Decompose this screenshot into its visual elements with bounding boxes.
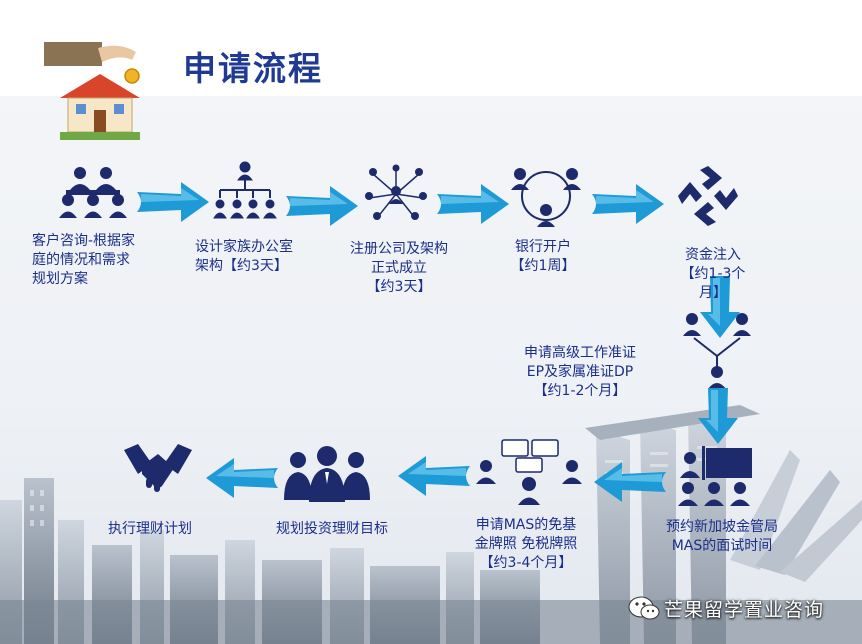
network-icon	[365, 164, 427, 220]
step-label-family-office: 设计家族办公室 架构【约3天】	[195, 239, 293, 274]
arrow-left-icon	[206, 458, 278, 498]
arrow-right-icon	[592, 184, 664, 224]
step-label-execute-plan: 执行理财计划	[108, 521, 192, 537]
step-label-funding: 资金注入 【约1-3个 月】	[680, 247, 746, 301]
step-label-bank-account: 银行开户 【约1周】	[510, 239, 576, 274]
page-title: 申请流程	[183, 49, 323, 88]
arrow-left-icon	[594, 462, 666, 502]
presentation-icon	[678, 446, 752, 506]
step-label-investment-goals: 规划投资理财目标	[276, 521, 388, 537]
business-team-icon	[284, 446, 370, 502]
arrow-right-icon	[137, 182, 209, 222]
discussion-icon	[476, 439, 582, 505]
step-label-mas-interview: 预约新加坡金管局 MAS的面试时间	[666, 519, 778, 554]
step-label-company-registration: 注册公司及架构 正式成立 【约3天】	[350, 241, 448, 295]
step-label-mas-license: 申请MAS的免基 金牌照 免税牌照 【约3-4个月】	[474, 517, 578, 571]
wechat-icon	[628, 596, 660, 620]
watermark-text: 芒果留学置业咨询	[664, 599, 825, 621]
house-coin-icon	[44, 42, 140, 140]
arrow-left-icon	[398, 456, 470, 496]
watermark-badge	[628, 596, 660, 620]
hands-circle-icon	[678, 166, 738, 226]
handshake-icon	[124, 444, 192, 492]
arrow-down-icon	[698, 388, 738, 444]
people-merge-icon	[683, 313, 751, 389]
step-label-consultation: 客户咨询-根据家 庭的情况和需求 规划方案	[32, 233, 136, 287]
arrow-down-icon	[700, 276, 740, 338]
step-label-ep-dp: 申请高级工作准证 EP及家属准证DP 【约1-2个月】	[524, 345, 636, 399]
arrow-right-icon	[437, 184, 509, 224]
circle-people-icon	[511, 168, 581, 227]
org-chart-icon	[213, 161, 277, 219]
meeting-group-icon	[59, 167, 127, 218]
arrow-right-icon	[286, 186, 358, 226]
